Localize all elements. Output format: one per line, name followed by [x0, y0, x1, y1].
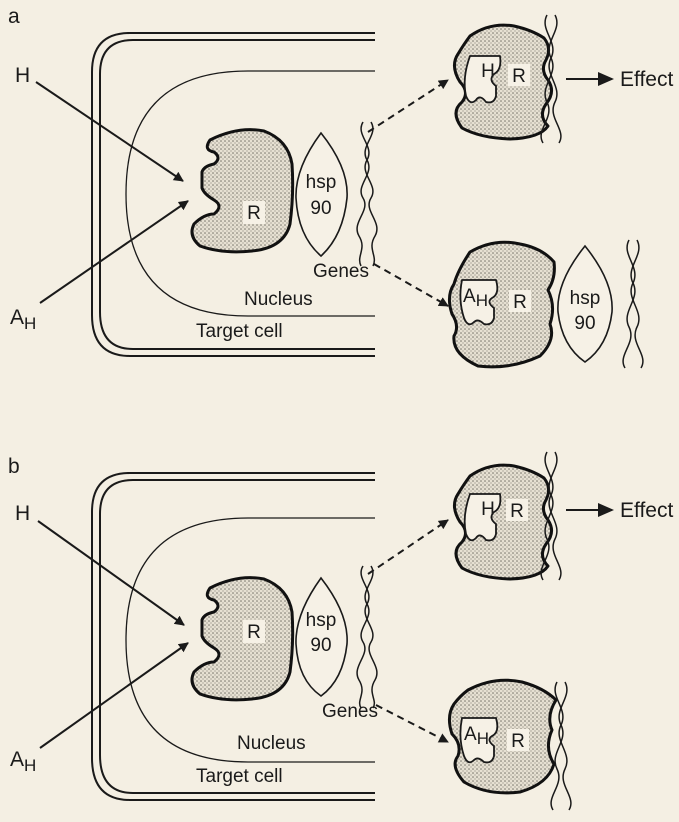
hormone-label: H — [15, 502, 30, 525]
dna-gene-strand-1 — [361, 566, 377, 708]
dna-gene-strand-1 — [361, 122, 377, 266]
antagonist-label: AH — [10, 306, 36, 333]
hsp90-label-line2: 90 — [310, 635, 331, 656]
bound-hsp90-line1: hsp — [570, 288, 601, 309]
free-dna-strand-2 — [623, 240, 639, 368]
dashed-arrow-to-hormone-complex — [368, 80, 448, 132]
hormone-receptor-complex: H R — [454, 452, 560, 580]
panel-letter: a — [8, 5, 20, 28]
receptor-label: R — [247, 203, 261, 224]
panel-a: a Nucleus Target cell R hsp 90 Genes H A… — [8, 5, 673, 368]
antagonist-receptor-label: R — [513, 292, 527, 313]
antagonist-label: AH — [10, 748, 36, 775]
antagonist-arrow — [40, 201, 188, 303]
target-cell-label: Target cell — [196, 321, 283, 342]
genes-label: Genes — [313, 261, 369, 282]
panel-b: b Nucleus Target cell R hsp 90 Genes H A… — [8, 452, 673, 810]
bound-dna-strand-1 — [545, 452, 561, 580]
nucleus-label: Nucleus — [237, 733, 306, 754]
bound-hormone-label: H — [481, 61, 495, 82]
antagonist-receptor-label: R — [511, 731, 525, 752]
free-dna-strand-1 — [627, 240, 643, 368]
receptor-label: R — [247, 622, 261, 643]
effect-label: Effect — [620, 499, 673, 522]
dna-gene-strand-2 — [357, 566, 373, 708]
bound-receptor-label: R — [512, 66, 526, 87]
antagonist-receptor-complex: AH R — [449, 680, 570, 810]
hsp90-label-line1: hsp — [306, 610, 337, 631]
hsp90-label-line2: 90 — [310, 198, 331, 219]
hormone-arrow — [38, 521, 184, 625]
bound-receptor-label: R — [510, 501, 524, 522]
dna-gene-strand-2 — [357, 122, 373, 266]
bound-hormone-label: H — [481, 499, 495, 520]
receptor — [192, 130, 293, 252]
panel-letter: b — [8, 455, 20, 478]
dashed-arrow-to-antagonist-complex — [376, 705, 448, 742]
dashed-arrow-to-antagonist-complex — [374, 264, 448, 306]
dashed-arrow-to-hormone-complex — [368, 520, 448, 574]
nucleus-label: Nucleus — [244, 289, 313, 310]
antagonist-receptor-complex: AH R hsp 90 — [449, 240, 642, 368]
hsp90-protein — [296, 133, 347, 256]
hsp90-label-line1: hsp — [306, 172, 337, 193]
bound-hsp90-line2: 90 — [574, 313, 595, 334]
target-cell-label: Target cell — [196, 766, 283, 787]
receptor — [192, 578, 293, 700]
hormone-receptor-complex: H R — [454, 15, 560, 143]
hormone-label: H — [15, 64, 30, 87]
genes-label: Genes — [322, 701, 378, 722]
antagonist-arrow — [40, 643, 188, 748]
effect-label: Effect — [620, 68, 673, 91]
bound-dna-strand-1 — [555, 682, 571, 810]
